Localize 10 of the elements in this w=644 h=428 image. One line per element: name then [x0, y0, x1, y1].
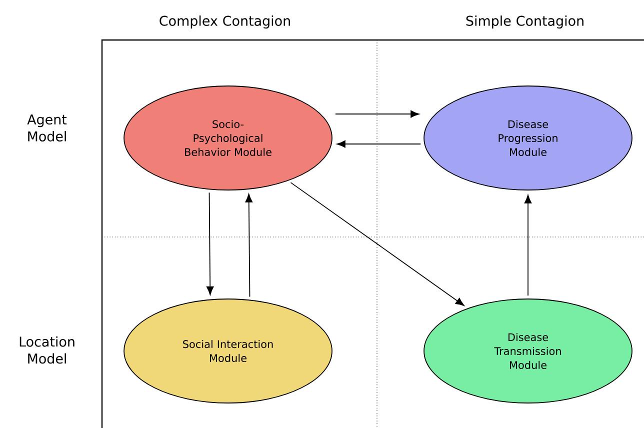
arrow: [524, 194, 532, 296]
arrow: [335, 110, 420, 118]
column-header: Simple Contagion: [466, 16, 584, 29]
arrow: [290, 182, 464, 306]
row-header: Location Model: [20, 336, 74, 364]
arrow: [336, 140, 422, 148]
arrow: [206, 192, 214, 296]
arrow: [245, 194, 252, 298]
row-header: Agent Model: [27, 114, 67, 142]
column-header: Complex Contagion: [160, 16, 290, 29]
